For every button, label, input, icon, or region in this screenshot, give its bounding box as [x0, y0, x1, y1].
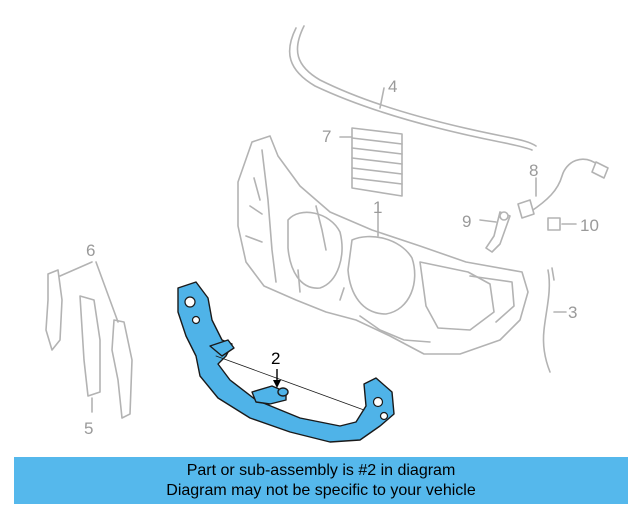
info-banner: Part or sub-assembly is #2 in diagram Di… [14, 457, 628, 504]
callout-2-arrow [273, 369, 281, 388]
part-6-side-seals [45, 261, 133, 419]
callout-8: 8 [529, 161, 538, 180]
part-9-sensor [479, 211, 511, 253]
part-7-grille-insert [339, 127, 403, 197]
callout-4: 4 [388, 77, 397, 96]
banner-line-disclaimer: Diagram may not be specific to your vehi… [166, 481, 476, 499]
callout-9: 9 [462, 212, 471, 231]
callout-7: 7 [322, 127, 331, 146]
part-2-lower-support [177, 281, 395, 443]
part-4-hood-seal [288, 25, 537, 151]
callout-6: 6 [86, 241, 95, 260]
callout-10: 10 [580, 216, 599, 235]
parts-diagram: 4 7 1 8 9 [45, 25, 609, 443]
part-1-front-panel [237, 135, 529, 355]
banner-line-part-number: Part or sub-assembly is #2 in diagram [186, 461, 456, 479]
callout-2: 2 [271, 349, 280, 368]
part-5-center-seal [79, 295, 101, 413]
part-10-clip [547, 217, 577, 231]
part-8-sensor-cable [517, 158, 609, 219]
callout-3: 3 [568, 303, 577, 322]
part-3-side-trim [542, 267, 567, 373]
callout-1: 1 [373, 198, 382, 217]
callout-5: 5 [84, 419, 93, 438]
